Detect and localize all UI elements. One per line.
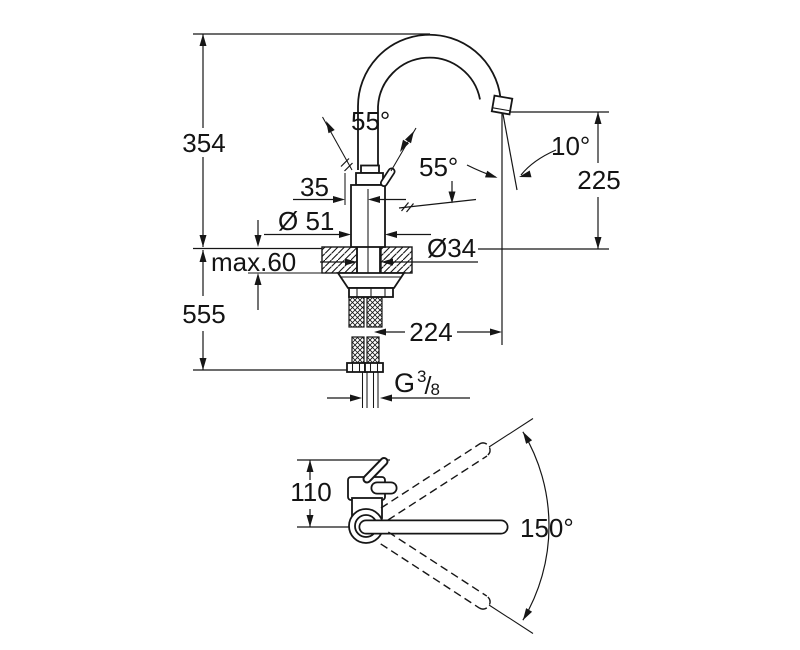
dim-224: 224 [374,317,502,347]
collar [355,172,384,186]
angle-150deg-label: 150° [520,513,574,543]
dim-555-label: 555 [182,299,225,329]
dim-o34-label: Ø34 [427,233,476,263]
hose-connector-right [364,362,384,373]
angle-55deg-side: 55° [398,152,477,213]
hose-connector-left [346,362,366,373]
faucet-body [350,33,514,299]
top-view: 110 150° [290,418,574,634]
dim-35: 35 [293,172,406,205]
dim-225: 225 [577,112,621,249]
angle-10deg: 10° [466,131,590,178]
dim-354-label: 354 [182,128,225,158]
mounting-hardware [336,272,406,408]
dim-110-label: 110 [290,477,331,507]
swivel-range: 150° [380,418,574,634]
cartridge-cap [360,164,380,174]
extension-lines [193,33,609,371]
spray-angle-line [502,113,518,191]
countertop-section [321,246,413,274]
swivel-arc [522,431,550,621]
spout-aerator [490,94,514,116]
angle-10deg-label: 10° [551,131,590,161]
dim-225-label: 225 [577,165,620,195]
dim-555: 555 [182,250,226,370]
dim-35-label: 35 [300,172,329,202]
angle-55deg-front: 55° [322,106,414,172]
dim-o51-label: Ø 51 [278,206,334,236]
supply-hose-right [366,296,383,328]
dim-110: 110 [290,460,332,527]
mounting-flange [336,272,406,289]
faucet-top-outline [347,457,509,544]
dim-224-label: 224 [409,317,452,347]
dim-max60: max.60 [211,220,338,310]
spout-inner-curve [377,56,481,170]
dim-max60-label: max.60 [211,247,296,277]
angle-55deg-side-label: 55° [419,152,458,182]
spout-outer-curve [357,33,502,170]
front-view: 354 555 max.60 35 [182,33,621,408]
dim-o34: Ø34 [320,233,478,266]
supply-hose-left [348,296,365,328]
dim-354: 354 [182,34,226,247]
angle-55deg-front-label: 55° [351,106,390,136]
dim-o51: Ø 51 [264,206,431,238]
